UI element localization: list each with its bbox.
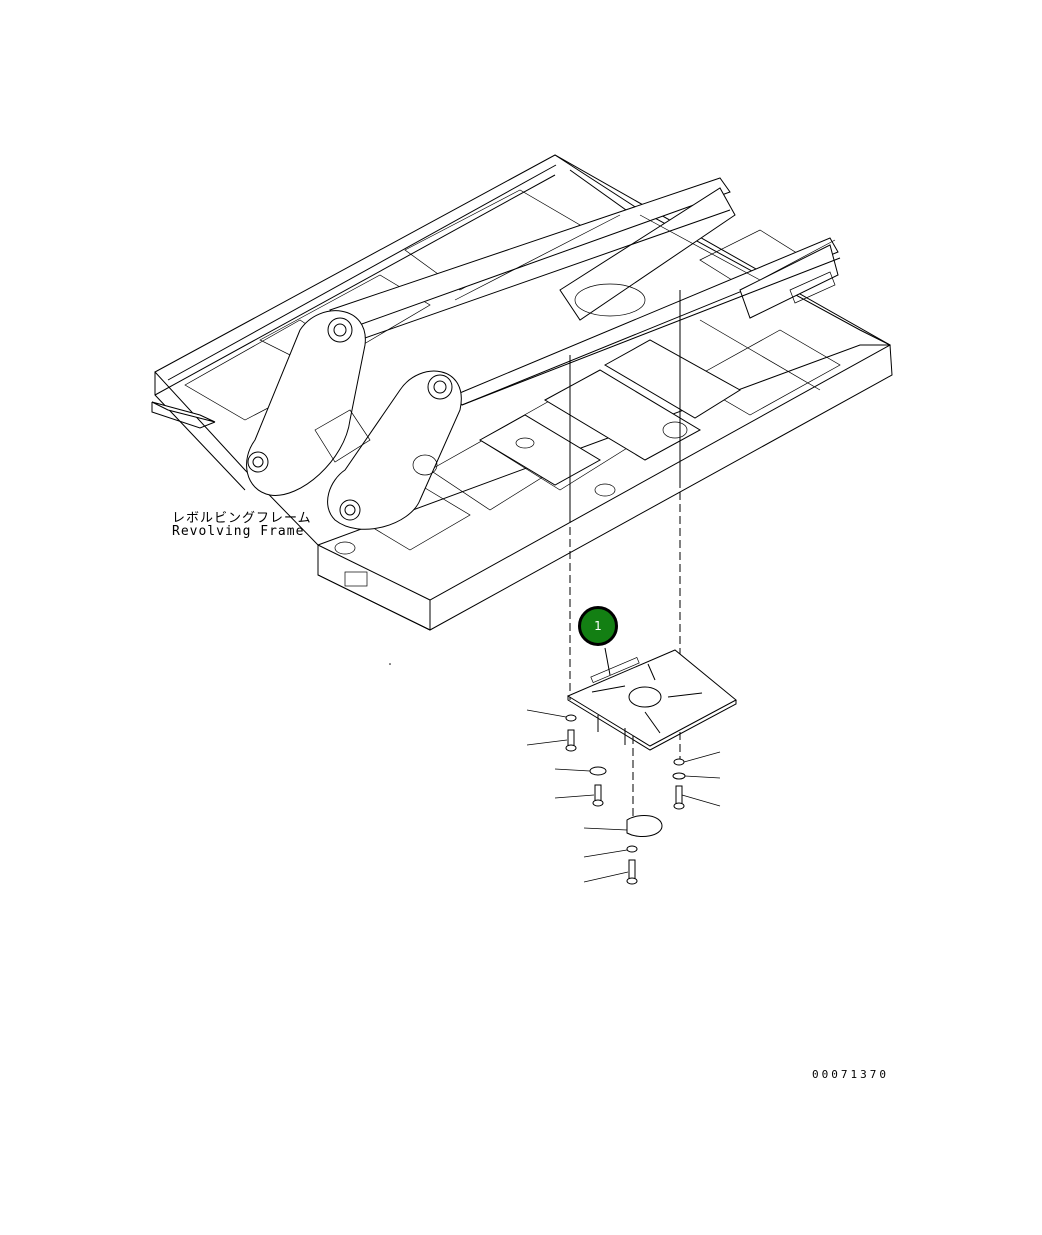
frame-label-japanese: レボルビングフレーム: [172, 511, 312, 526]
fasteners: [526, 709, 721, 885]
cover-plate: [566, 647, 737, 751]
frame-label-english: Revolving Frame: [172, 524, 305, 539]
drawing-number: 00071370: [812, 1068, 889, 1081]
part-callout-1[interactable]: 1: [578, 606, 618, 646]
revolving-frame: [151, 154, 893, 631]
